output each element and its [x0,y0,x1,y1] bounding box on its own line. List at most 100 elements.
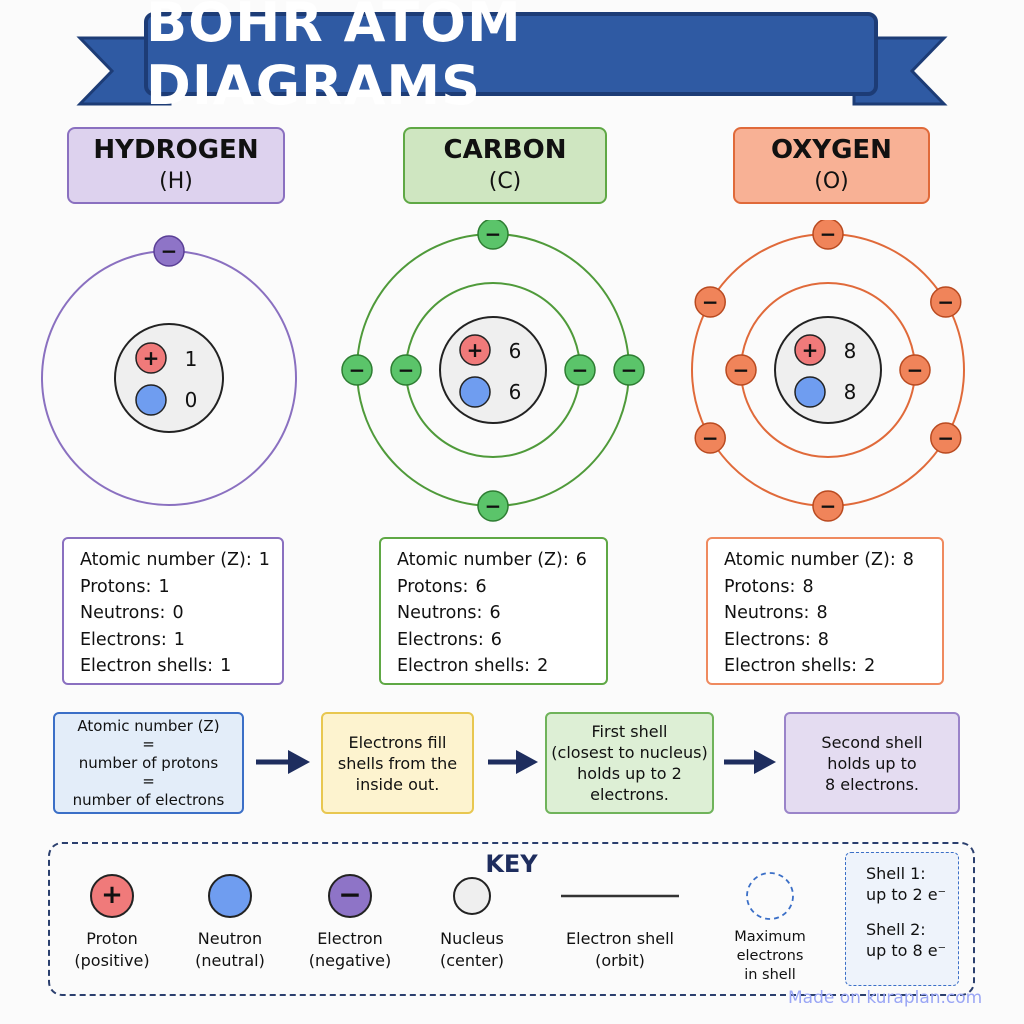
key-item-nucleus: Nucleus (center) [432,844,512,972]
info-value: 8 [817,629,829,650]
info-row: Protons: 8 [724,574,942,601]
flow-text-line: Electrons fill [348,732,447,752]
info-label: Protons: [724,576,796,597]
oxygen-name: OXYGEN [771,134,892,165]
key-label-nucleus: Nucleus [440,929,504,948]
key-item-electron-shell: Electron shell (orbit) [550,844,690,972]
hydrogen-nucleus [114,323,224,433]
oxygen-electron-sign: − [937,290,954,314]
oxygen-electron-icon [694,286,726,318]
info-row: Electrons: 8 [724,627,942,654]
info-label: Electrons: [724,629,811,650]
info-value: 8 [802,576,814,597]
info-row: Atomic number (Z):8 [724,547,942,574]
proton-icon: + [90,874,134,918]
shell-2-value: up to 8 e⁻ [866,941,947,960]
oxygen-neutron-icon [794,376,826,408]
carbon-electron-icon [477,490,509,522]
info-value: 6 [475,576,487,597]
key-sub-nucleus: (center) [440,951,504,970]
electron-sign: − [338,878,361,911]
oxygen-proton-icon [794,334,826,366]
flow-text-line: number of electrons [72,790,225,809]
info-value: 8 [902,550,914,570]
info-label: Atomic number (Z): [80,550,252,570]
info-value: 6 [575,550,587,570]
flow-box-first-shell: First shell(closest to nucleus)holds up … [545,712,714,814]
info-row: Atomic number (Z): 1 [80,547,282,574]
oxygen-electron-sign: − [702,426,719,450]
flow-text-line: (closest to nucleus) [551,743,708,762]
carbon-name: CARBON [443,134,567,165]
carbon-electron-icon [390,354,422,386]
flow-text-line: number of protons [78,753,219,772]
info-value: 6 [490,629,502,650]
info-row: Protons: 6 [397,574,606,601]
oxygen-proton-count: 8 [844,339,857,363]
key-label-neutron: Neutron [197,929,263,948]
key-label-electron-shell: Electron shell [566,929,674,948]
info-row: Electrons:1 [80,627,282,654]
key-label-electron: Electron [317,929,383,948]
info-row: Electron shells:2 [724,653,942,680]
carbon-neutron-count: 6 [509,380,522,404]
flow-text-line: = [142,772,155,791]
info-label: Electrons: [397,629,484,650]
info-label: Atomic number (Z): [397,550,569,570]
info-value: 6 [489,603,501,623]
carbon-electron-icon [477,220,509,250]
info-value: 1 [173,629,185,650]
carbon-nucleus [439,316,547,424]
key-item-proton: + Proton (positive) [72,844,152,972]
title-banner [76,12,948,106]
oxygen-electron-sign: − [907,358,924,382]
key-max-line-2: electrons [736,948,804,964]
carbon-electron-icon [341,354,373,386]
key-item-max-electrons: Maximum electrons in shell [722,844,818,985]
carbon-proton-icon [459,334,491,366]
info-row: Protons: 1 [80,574,282,601]
hydrogen-electron-icon [153,235,185,267]
info-label: Protons: [397,576,469,597]
info-value: 1 [258,550,270,570]
electron-icon: − [328,874,372,918]
info-value: 0 [172,603,184,623]
oxygen-nucleus [774,316,882,424]
arrow-icon [724,750,776,774]
atom-diagrams: +10−+66−−−−−−+88−−−−−−−− [41,220,965,522]
page-title: BOHR ATOM DIAGRAMS [146,0,522,117]
key-sub-proton: (positive) [74,951,150,970]
oxygen-symbol: (O) [814,168,849,194]
flow-text-line: Atomic number (Z) [77,716,220,735]
carbon-symbol: (C) [488,168,522,194]
oxygen-header: OXYGEN (O) [733,127,930,204]
shell-1-value: up to 2 e⁻ [866,885,947,904]
hydrogen-name: HYDROGEN [93,134,259,165]
key-item-electron: − Electron (negative) [305,844,395,972]
info-row: Electron shells:2 [397,653,606,680]
shell-2-label: Shell 2: [866,920,926,939]
info-label: Neutrons: [724,603,810,623]
key-sub-neutron: (neutral) [195,951,265,970]
oxygen-electron-icon [725,354,757,386]
carbon-electron-icon [613,354,645,386]
key-max-line-1: Maximum [734,929,806,945]
info-value: 2 [864,656,876,676]
hydrogen-proton-sign: + [143,346,160,370]
oxygen-electron-icon [812,490,844,522]
flow-text-line: shells from the [337,753,458,773]
info-value: 1 [158,576,170,597]
key-legend: KEY + Proton (positive) Neutron (neutral… [48,842,975,996]
info-label: Protons: [80,576,152,597]
neutron-icon [208,874,252,918]
flow-text-line: = [142,735,155,754]
oxygen-neutron-count: 8 [844,380,857,404]
carbon-electron-icon [564,354,596,386]
oxygen-electron-icon [899,354,931,386]
info-value: 8 [816,603,828,623]
orbit-line-icon [561,894,679,898]
flow-text-line: holds up to 2 [577,764,682,783]
